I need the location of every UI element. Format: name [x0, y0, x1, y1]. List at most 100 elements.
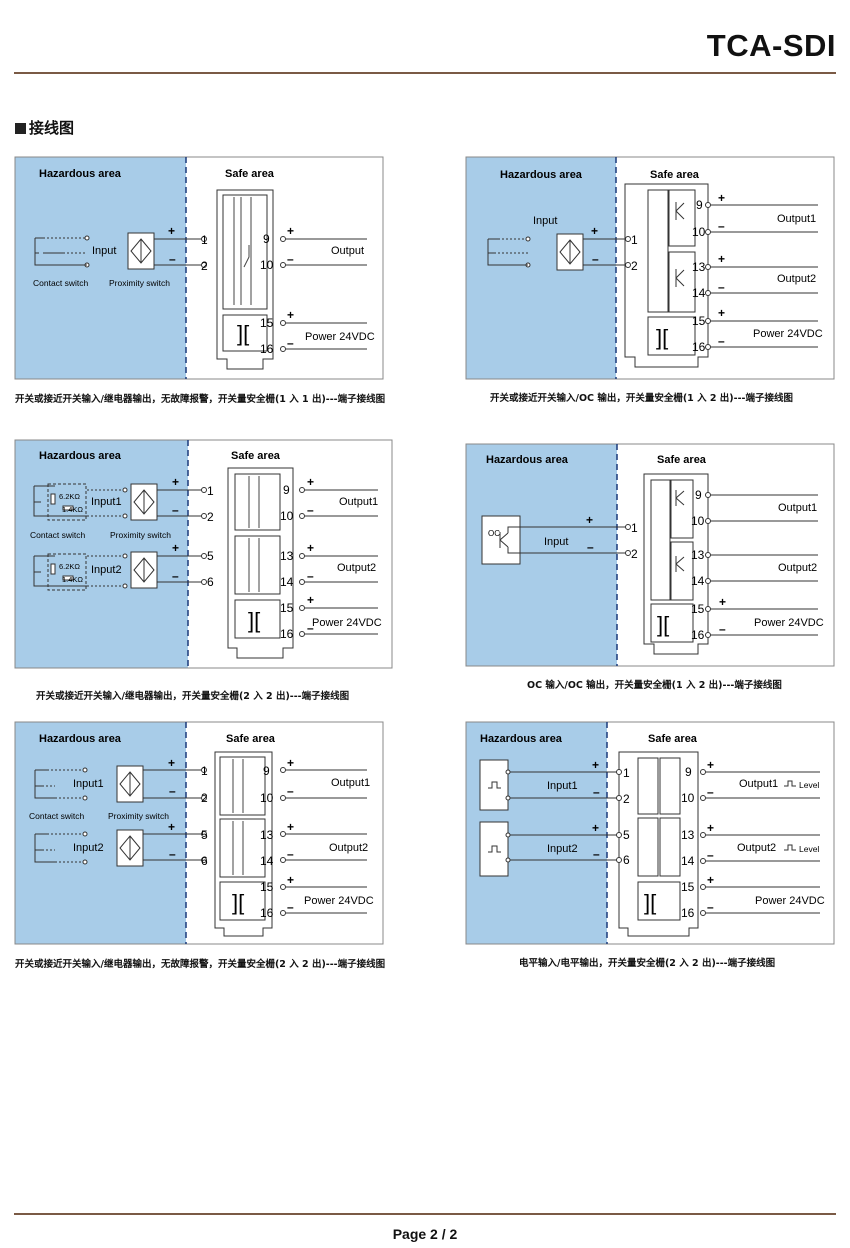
terminal-number: 16	[260, 342, 274, 356]
diagram-label: Output2	[737, 842, 776, 854]
diagram-label: Contact switch	[30, 530, 86, 540]
polarity-sign: –	[287, 784, 294, 798]
polarity-sign: +	[287, 224, 294, 238]
terminal-number: 16	[692, 340, 706, 354]
polarity-sign: –	[172, 569, 179, 583]
diagram-label: Safe area	[657, 454, 707, 466]
terminal-number: 13	[260, 828, 274, 842]
diagram-label: 6.2KΩ	[59, 492, 80, 501]
terminal-number: 14	[681, 854, 695, 868]
diagram-4-caption: OC 输入/OC 输出，开关量安全栅(1 入 2 出)---端子接线图	[527, 680, 782, 691]
diagram-label: Proximity switch	[108, 811, 169, 821]
diagram-label: Safe area	[226, 733, 276, 745]
terminal-number: 15	[260, 880, 274, 894]
polarity-sign: –	[287, 252, 294, 266]
polarity-sign: –	[593, 847, 600, 861]
polarity-sign: –	[592, 252, 599, 266]
terminal-number: 5	[201, 828, 208, 842]
terminal-number: 14	[691, 574, 705, 588]
svg-text:][: ][	[644, 890, 656, 915]
diagram-label: Input1	[547, 780, 578, 792]
terminal-number: 1	[201, 764, 208, 778]
diagram-3-caption: 开关或接近开关输入/继电器输出，开关量安全栅(2 入 2 出)---端子接线图	[36, 691, 350, 702]
proximity-switch-label: Proximity switch	[109, 278, 170, 288]
diagram-label: Level	[799, 844, 819, 854]
wiring-diagram-4: Hazardous area Safe area ][ OC Input + –…	[465, 443, 836, 668]
diagram-label: Proximity switch	[110, 530, 171, 540]
polarity-sign: +	[168, 756, 175, 770]
terminal-number: 6	[623, 853, 630, 867]
terminal-number: 10	[692, 225, 706, 239]
polarity-sign: –	[718, 280, 725, 294]
square-bullet-icon	[15, 123, 26, 134]
diagram-label: 6.2KΩ	[59, 562, 80, 571]
terminal-number: 9	[696, 198, 703, 212]
terminal-number: 10	[280, 509, 294, 523]
section-title: 接线图	[29, 119, 75, 137]
terminal-number: 16	[691, 628, 705, 642]
diagram-label: Hazardous area	[480, 733, 563, 745]
terminal-number: 15	[692, 314, 706, 328]
terminal-number: 9	[685, 765, 692, 779]
diagram-label: Output2	[337, 562, 376, 574]
diagram-label: Level	[799, 780, 819, 790]
wiring-diagram-2: Hazardous area Safe area ][ Input + – 1 …	[465, 156, 836, 381]
polarity-sign: –	[287, 336, 294, 350]
polarity-sign: +	[287, 820, 294, 834]
wiring-diagram-3: Hazardous area Safe area ][ 6.2KΩ 1.4KΩ …	[14, 439, 395, 670]
polarity-sign: –	[307, 569, 314, 583]
svg-text:][: ][	[248, 608, 260, 633]
polarity-sign: +	[287, 756, 294, 770]
terminal-number: 2	[623, 792, 630, 806]
diagram-label: Safe area	[648, 733, 698, 745]
terminal-number: 1	[631, 233, 638, 247]
diagram-label: Power 24VDC	[755, 895, 825, 907]
polarity-sign: –	[707, 785, 714, 799]
terminal-number: 16	[681, 906, 695, 920]
safe-area-label: Safe area	[225, 168, 275, 180]
polarity-sign: –	[718, 334, 725, 348]
document-title: TCA-SDI	[706, 28, 836, 63]
terminal-number: 5	[207, 549, 214, 563]
diagram-label: Hazardous area	[39, 733, 122, 745]
diagram-label: Power 24VDC	[304, 895, 374, 907]
terminal-number: 15	[691, 602, 705, 616]
diagram-label: Output2	[329, 842, 368, 854]
polarity-sign: +	[287, 873, 294, 887]
diagram-label: Power 24VDC	[753, 328, 823, 340]
wiring-diagram-6: Hazardous area Safe area ][ Input1 + – I…	[465, 721, 836, 946]
terminal-number: 1	[201, 233, 208, 247]
diagram-label: Output1	[778, 502, 817, 514]
polarity-sign: –	[172, 503, 179, 517]
terminal-number: 13	[691, 548, 705, 562]
diagram-label: Output1	[739, 778, 778, 790]
terminal-number: 15	[681, 880, 695, 894]
polarity-sign: –	[593, 785, 600, 799]
terminal-number: 10	[681, 791, 695, 805]
terminal-number: 10	[260, 258, 274, 272]
polarity-sign: +	[307, 593, 314, 607]
terminal-number: 1	[623, 766, 630, 780]
polarity-sign: +	[718, 191, 725, 205]
terminal-number: 16	[280, 627, 294, 641]
wiring-diagram-1: Hazardous area Safe area ][ Input Contac…	[14, 156, 385, 381]
polarity-sign: +	[168, 820, 175, 834]
polarity-sign: +	[586, 513, 593, 527]
terminal-number: 6	[207, 575, 214, 589]
terminal-number: 9	[263, 232, 270, 246]
terminal-number: 13	[692, 260, 706, 274]
diagram-6-caption: 电平输入/电平输出，开关量安全栅(2 入 2 出)---端子接线图	[519, 958, 776, 969]
isolation-symbol-icon: ][	[237, 321, 249, 346]
polarity-sign: –	[707, 900, 714, 914]
terminal-number: 15	[260, 316, 274, 330]
terminal-number: 10	[691, 514, 705, 528]
svg-text:][: ][	[656, 325, 668, 350]
terminal-number: 9	[263, 764, 270, 778]
hazardous-area-label: Hazardous area	[39, 168, 122, 180]
polarity-sign: –	[169, 847, 176, 861]
terminal-number: 2	[207, 510, 214, 524]
polarity-sign: +	[592, 821, 599, 835]
polarity-sign: –	[287, 847, 294, 861]
diagram-label: Input1	[73, 778, 104, 790]
diagram-2-caption: 开关或接近开关输入/OC 输出，开关量安全栅(1 入 2 出)---端子接线图	[490, 393, 793, 404]
